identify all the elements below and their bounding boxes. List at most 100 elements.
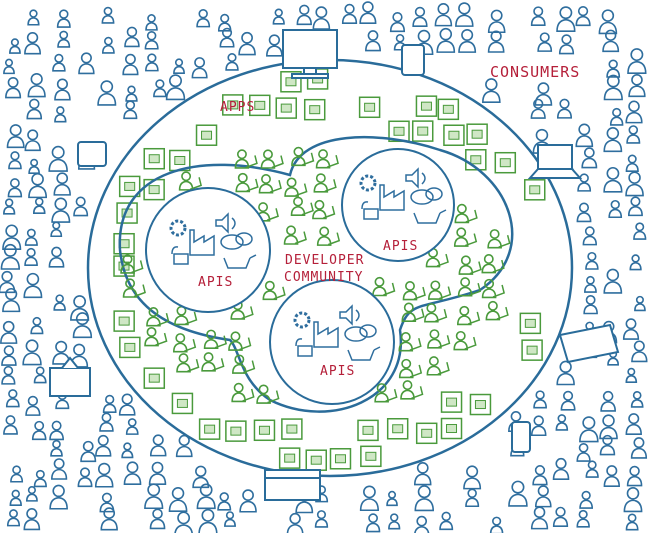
person-icon [530, 506, 549, 530]
person-icon [625, 154, 639, 172]
person-icon [219, 27, 235, 48]
person-icon [530, 6, 546, 26]
person-icon [101, 6, 115, 24]
person-icon [1, 365, 16, 385]
person-icon [634, 295, 646, 312]
app-tile-icon [388, 120, 410, 143]
person-icon [314, 510, 329, 528]
person-icon [533, 390, 547, 409]
speaker-icon [215, 212, 236, 234]
person-icon [201, 352, 216, 372]
person-icon [400, 380, 415, 400]
person-icon [402, 280, 418, 301]
app-tile-icon [329, 448, 352, 470]
app-tile-icon [519, 312, 542, 335]
laptop-icon [527, 144, 583, 179]
person-icon [341, 3, 358, 24]
person-icon [481, 253, 497, 274]
person-icon [630, 391, 644, 408]
app-tile-icon [415, 422, 438, 445]
developer-icon [258, 174, 282, 194]
person-icon [365, 30, 381, 52]
app-tile-icon [118, 175, 141, 198]
developer-icon [398, 332, 422, 352]
person-icon [552, 506, 569, 527]
factory-icon [313, 321, 339, 348]
person-icon [203, 329, 219, 349]
developer-icon [402, 280, 426, 301]
person-icon [260, 149, 276, 169]
person-icon [174, 305, 189, 326]
developer-icon [201, 352, 225, 372]
person-icon [576, 442, 591, 462]
developer-icon [290, 196, 314, 216]
person-icon [315, 149, 331, 169]
person-icon [530, 415, 547, 437]
person-icon [49, 420, 64, 441]
person-icon [232, 354, 247, 374]
app-tile-icon [305, 449, 327, 471]
person-icon [629, 254, 642, 271]
person-icon [630, 437, 648, 459]
person-icon [584, 275, 597, 293]
person-icon [235, 172, 251, 193]
person-icon [99, 492, 115, 513]
api-icon-group [359, 167, 447, 224]
person-icon [401, 302, 417, 322]
developer-icon [260, 149, 284, 169]
person-icon [1, 345, 17, 366]
developer-icon [235, 172, 259, 193]
person-icon [78, 52, 95, 75]
person-icon [482, 78, 501, 104]
app-tile-icon [253, 419, 276, 442]
community-label: COMMUNITY [284, 270, 364, 285]
person-icon [457, 305, 472, 326]
person-icon [2, 224, 22, 250]
person-icon [5, 389, 20, 408]
person-icon [625, 100, 643, 124]
person-icon [555, 414, 569, 431]
person-icon [94, 462, 114, 488]
tablet-icon [77, 141, 107, 167]
person-icon [23, 272, 43, 299]
person-icon [439, 511, 454, 531]
api-circle-bottom [269, 279, 395, 405]
person-icon [99, 412, 114, 432]
person-icon [153, 79, 167, 98]
person-icon [576, 202, 592, 223]
developer-icon [453, 330, 477, 351]
app-tile-icon [281, 418, 303, 440]
api-icon-group [169, 212, 257, 269]
app-tile-icon [360, 445, 382, 468]
person-icon [121, 442, 134, 459]
person-icon [33, 366, 47, 384]
person-icon [145, 14, 158, 31]
person-icon [165, 74, 186, 101]
developer-icon [400, 380, 424, 400]
developer-icon [457, 277, 482, 297]
app-tile-icon [521, 339, 543, 361]
person-icon [600, 390, 616, 412]
person-icon [434, 2, 453, 27]
person-icon [628, 74, 646, 98]
window-icon [264, 469, 321, 501]
person-icon [398, 358, 414, 379]
developer-icon [316, 226, 341, 246]
app-tile-icon [198, 418, 221, 440]
person-icon [172, 333, 188, 353]
developer-icon [315, 149, 339, 169]
person-icon [173, 58, 185, 75]
person-icon [286, 512, 304, 533]
cart-icon [223, 254, 257, 269]
person-icon [608, 199, 623, 219]
person-icon [582, 226, 597, 246]
person-icon [266, 34, 283, 57]
person-icon [258, 174, 274, 194]
person-icon [149, 508, 166, 530]
person-icon [296, 4, 312, 26]
person-icon [0, 320, 18, 344]
api-icons [169, 167, 447, 361]
person-icon [24, 228, 38, 246]
app-tile-icon [437, 98, 460, 121]
person-icon [225, 52, 239, 71]
